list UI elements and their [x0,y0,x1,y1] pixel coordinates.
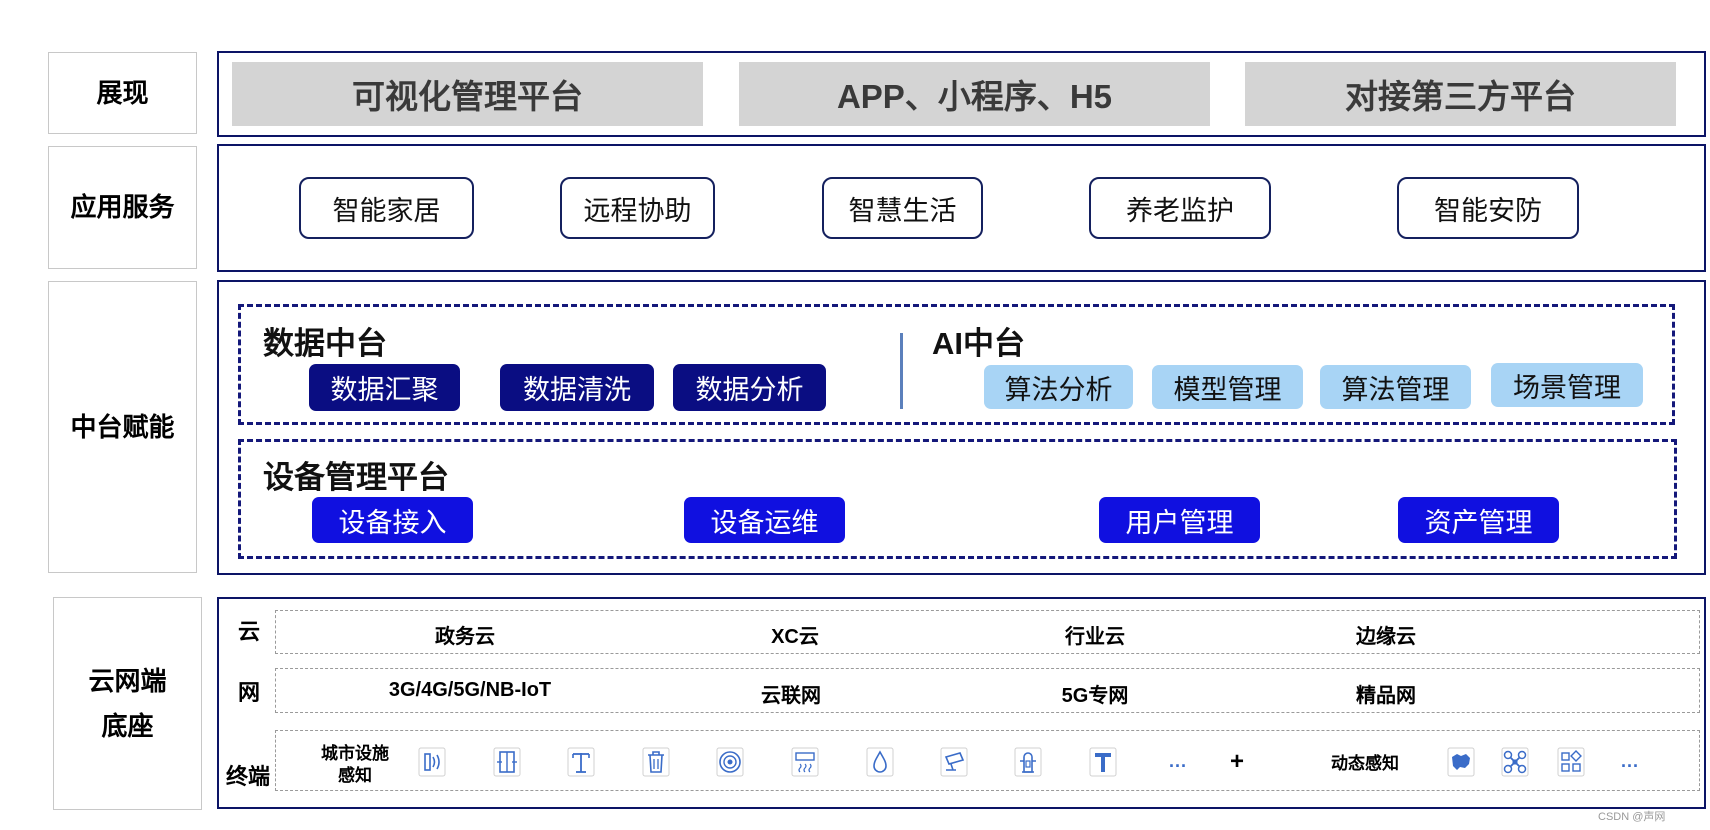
cloud-item-government: 政务云 [435,626,495,648]
ai-item-algorithm-management: 算法管理 [1320,365,1471,409]
watermark: CSDN @声网 [1598,811,1666,823]
dynamic-more-ellipsis: ... [1621,751,1640,771]
network-item-5g-private: 5G专网 [1061,685,1129,707]
sensor-icon [418,747,446,777]
dynamic-sensing-label: 动态感知 [1331,754,1399,773]
drone-icon [1501,747,1529,777]
city-more-ellipsis: ... [1169,751,1188,771]
app-item-smart-home: 智能家居 [299,177,474,239]
door-icon [493,747,521,777]
row-label-cloud: 云 [237,619,260,644]
device-item-asset-management: 资产管理 [1398,497,1559,543]
network-item-cloud-link: 云联网 [761,685,821,707]
ai-item-model-management: 模型管理 [1152,365,1303,409]
map-icon [1447,747,1475,777]
device-item-operation: 设备运维 [684,497,845,543]
data-item-cleaning: 数据清洗 [500,364,654,411]
streetlight-icon [567,747,595,777]
app-item-remote-assist: 远程协助 [560,177,715,239]
data-platform-title: 数据中台 [263,326,387,361]
network-item-mobile: 3G/4G/5G/NB-IoT [388,679,552,701]
base-frame [217,597,1706,809]
device-item-access: 设备接入 [312,497,473,543]
presentation-item-third-party: 对接第三方平台 [1245,62,1676,126]
pole-icon [1089,747,1117,777]
data-item-analysis: 数据分析 [673,364,826,411]
ai-item-scene-management: 场景管理 [1491,363,1643,407]
network-row-box [275,668,1700,713]
hydrant-icon [1014,747,1042,777]
app-item-elderly-care: 养老监护 [1089,177,1271,239]
row-label-network: 网 [237,680,260,705]
manhole-icon [716,747,744,777]
trash-bin-icon [642,747,670,777]
water-drop-icon [866,747,894,777]
cloud-item-edge: 边缘云 [1356,626,1416,648]
cloud-item-industry: 行业云 [1065,626,1125,648]
platform-divider [900,333,903,409]
city-facility-label: 城市设施 感知 [321,744,389,786]
cloud-item-xc: XC云 [771,626,819,648]
layer-label-app-service: 应用服务 [48,146,197,269]
presentation-item-visual-platform: 可视化管理平台 [232,62,703,126]
device-platform-title: 设备管理平台 [263,460,449,495]
cloud-row-box [275,610,1700,654]
ai-platform-title: AI中台 [932,326,1025,361]
apps-icon [1557,747,1585,777]
terminal-row-box [275,730,1700,791]
ai-item-algorithm-analysis: 算法分析 [984,365,1133,409]
camera-icon [940,747,968,777]
device-platform-box [238,439,1677,559]
air-vent-icon [791,747,819,777]
data-ai-platform-box [238,304,1675,425]
network-item-premium: 精品网 [1356,685,1416,707]
plus-sign: + [1230,748,1245,775]
layer-label-middle: 中台赋能 [48,281,197,573]
layer-label-base: 云网端 底座 [53,597,202,810]
device-item-user-management: 用户管理 [1099,497,1260,543]
layer-label-presentation: 展现 [48,52,197,134]
presentation-item-app: APP、小程序、H5 [739,62,1210,126]
row-label-terminal: 终端 [225,764,270,789]
app-item-smart-life: 智慧生活 [822,177,983,239]
data-item-aggregation: 数据汇聚 [309,364,460,411]
app-item-smart-security: 智能安防 [1397,177,1579,239]
